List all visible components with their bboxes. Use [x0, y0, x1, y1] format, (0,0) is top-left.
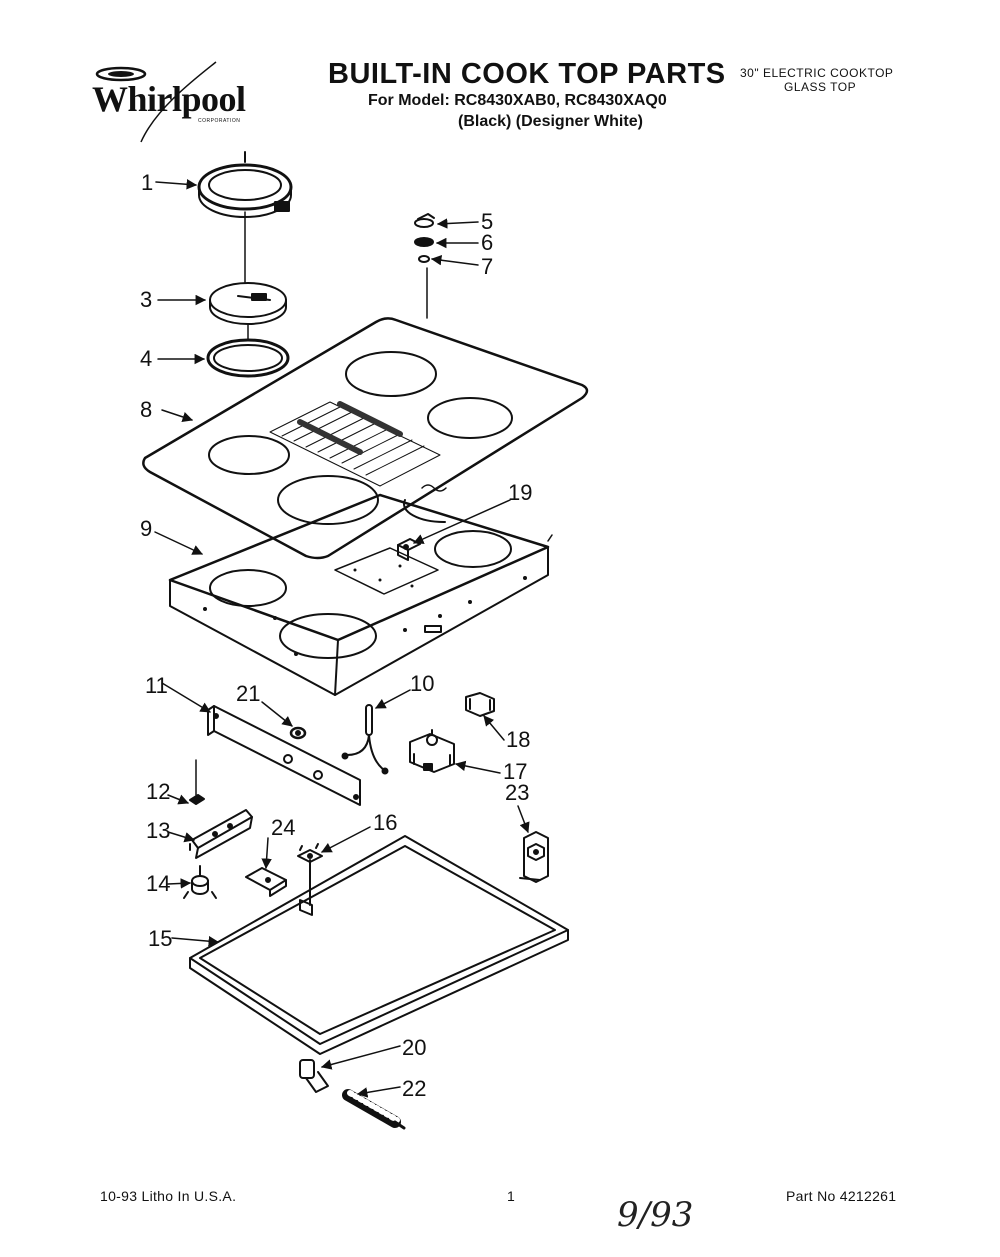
- footer-handwritten-date: 9/93: [617, 1195, 694, 1235]
- part-22-conduit: [342, 1089, 406, 1130]
- part-20-strain-relief: [299, 1059, 329, 1093]
- part-23-bracket: [519, 831, 549, 883]
- part-17-infinite-switch: [409, 729, 455, 773]
- callout-14: 14: [146, 871, 170, 896]
- callout-6: 6: [481, 230, 493, 255]
- callout-1: 1: [141, 170, 153, 195]
- callout-5: 5: [481, 209, 493, 234]
- callout-19: 19: [508, 480, 532, 505]
- page-title: BUILT-IN COOK TOP PARTS: [328, 58, 726, 90]
- whirlpool-logo: Whirlpool CORPORATION: [86, 58, 256, 148]
- glass-top-graphics: [269, 401, 441, 487]
- callout-15: 15: [148, 926, 172, 951]
- part-10-wire-harness: [341, 704, 389, 775]
- footer-litho: 10-93 Litho In U.S.A.: [100, 1188, 237, 1204]
- part-9-main-top: [168, 493, 550, 696]
- callout-13: 13: [146, 818, 170, 843]
- part-19-bracket: [397, 538, 421, 561]
- logo-swoosh-icon: [95, 61, 217, 143]
- callout-20: 20: [402, 1035, 426, 1060]
- leader-lines: [154, 179, 530, 1098]
- callout-24: 24: [271, 815, 295, 840]
- part-5-knob: [414, 213, 435, 228]
- part-13-terminal-block: [189, 809, 253, 859]
- callout-8: 8: [140, 397, 152, 422]
- callout-23: 23: [505, 780, 529, 805]
- part-11-control-bracket: [207, 705, 361, 806]
- part-21-nut: [289, 726, 307, 740]
- callout-4: 4: [140, 346, 152, 371]
- part-12-clip: [189, 759, 205, 805]
- callout-16: 16: [373, 810, 397, 835]
- part-3-burner-pan: [209, 282, 287, 325]
- category-line-2: GLASS TOP: [784, 80, 857, 94]
- brand-wordmark: Whirlpool: [92, 79, 246, 119]
- part-1-trim-ring: [197, 163, 293, 218]
- callout-12: 12: [146, 779, 170, 804]
- part-16-clip: [297, 843, 323, 863]
- part-4-gasket-ring: [206, 338, 290, 378]
- callout-7: 7: [481, 254, 493, 279]
- part-15-bottom-frame: [189, 835, 569, 1055]
- category-line-1: 30" ELECTRIC COOKTOP: [740, 66, 894, 80]
- brand-subtext: CORPORATION: [198, 118, 241, 124]
- callout-22: 22: [402, 1076, 426, 1101]
- finish-line: (Black) (Designer White): [458, 113, 643, 130]
- callout-10: 10: [410, 671, 434, 696]
- part-18-indicator-light: [465, 692, 495, 717]
- model-line: For Model: RC8430XAB0, RC8430XAQ0: [368, 92, 667, 109]
- part-14-limit-switch: [183, 865, 217, 899]
- callout-11: 11: [145, 673, 168, 698]
- part-24-bracket: [245, 867, 287, 897]
- part-6-bezel: [414, 237, 434, 247]
- callout-18: 18: [506, 727, 530, 752]
- part-7-spring: [418, 255, 430, 263]
- callout-3: 3: [140, 287, 152, 312]
- footer-part-number: Part No 4212261: [786, 1188, 897, 1204]
- callout-21: 21: [236, 681, 260, 706]
- part-8-glass-top: [142, 317, 589, 560]
- callout-17: 17: [503, 759, 527, 784]
- callout-9: 9: [140, 516, 152, 541]
- footer-page-number: 1: [507, 1188, 515, 1204]
